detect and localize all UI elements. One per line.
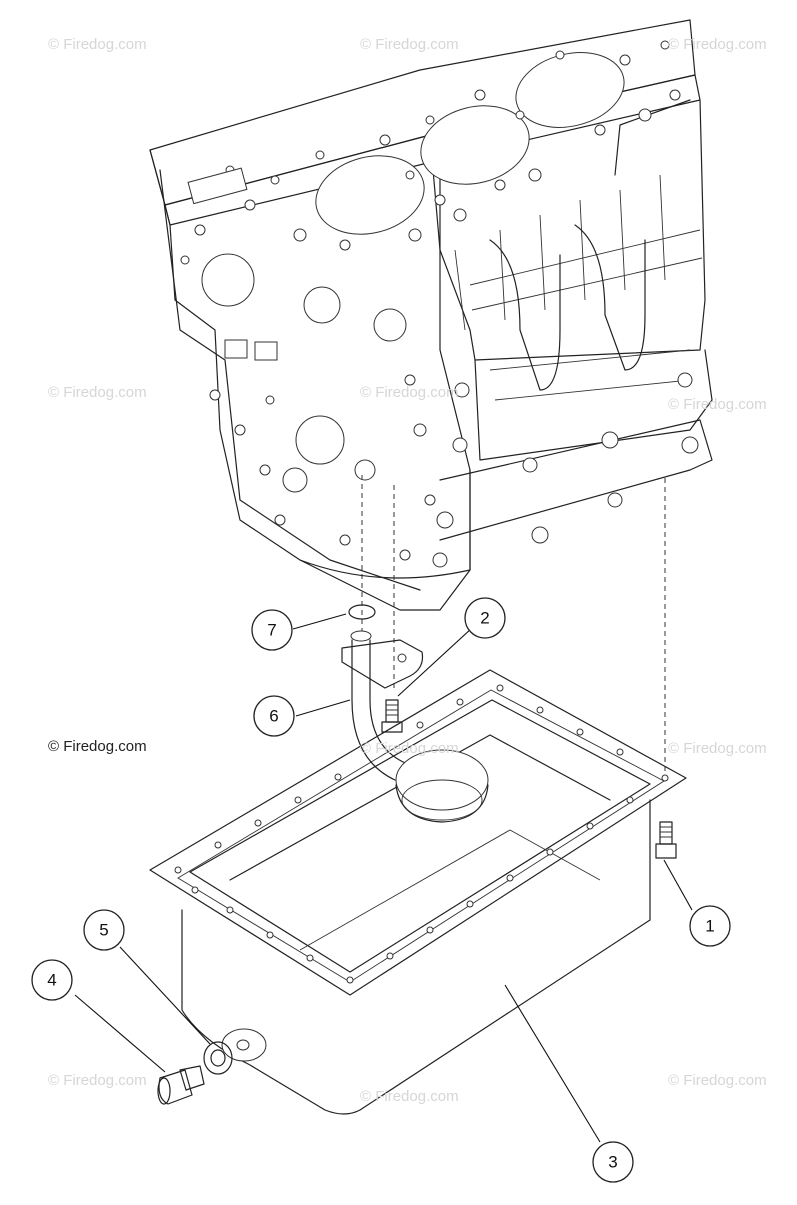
- watermark: © Firedog.com: [668, 36, 767, 53]
- drain-plug: [157, 1065, 205, 1105]
- leader-lines: [74, 613, 693, 1143]
- callout-4: 4: [31, 959, 73, 1001]
- watermark: © Firedog.com: [668, 396, 767, 413]
- oil-strainer: [341, 630, 489, 823]
- callout-6-label: 6: [269, 707, 278, 726]
- block-bolt-bosses: [432, 372, 699, 568]
- drain-washer: [203, 1041, 233, 1075]
- watermark: © Firedog.com: [668, 740, 767, 757]
- watermark: © Firedog.com: [360, 384, 459, 401]
- watermark: © Firedog.com: [48, 384, 147, 401]
- alignment-lines: [361, 475, 666, 780]
- cylinder-bores: [315, 52, 625, 235]
- callout-3-label: 3: [608, 1153, 617, 1172]
- gear-case-holes: [180, 167, 436, 561]
- watermark: © Firedog.com: [360, 1088, 459, 1105]
- callout-7-label: 7: [267, 621, 276, 640]
- oil-pan: [149, 669, 687, 1115]
- watermark: © Firedog.com: [360, 36, 459, 53]
- strainer-bolt: [381, 699, 403, 733]
- watermark: © Firedog.com: [360, 740, 459, 757]
- callout-1-label: 1: [705, 917, 714, 936]
- pan-bolt: [655, 821, 677, 859]
- cylinder-block: [149, 19, 713, 611]
- callout-1: 1: [689, 905, 731, 947]
- callout-2: 2: [464, 597, 506, 639]
- callout-3: 3: [592, 1141, 634, 1183]
- o-ring: [348, 604, 376, 620]
- callout-5-label: 5: [99, 921, 108, 940]
- callout-4-label: 4: [47, 971, 56, 990]
- deck-holes: [225, 40, 681, 251]
- callout-7: 7: [251, 609, 293, 651]
- callout-5: 5: [83, 909, 125, 951]
- watermark: © Firedog.com: [48, 1072, 147, 1089]
- copyright-notice: © Firedog.com: [48, 738, 147, 755]
- callout-2-label: 2: [480, 609, 489, 628]
- watermark: © Firedog.com: [668, 1072, 767, 1089]
- callout-6: 6: [253, 695, 295, 737]
- pan-flange-holes: [174, 684, 669, 984]
- watermark: © Firedog.com: [48, 36, 147, 53]
